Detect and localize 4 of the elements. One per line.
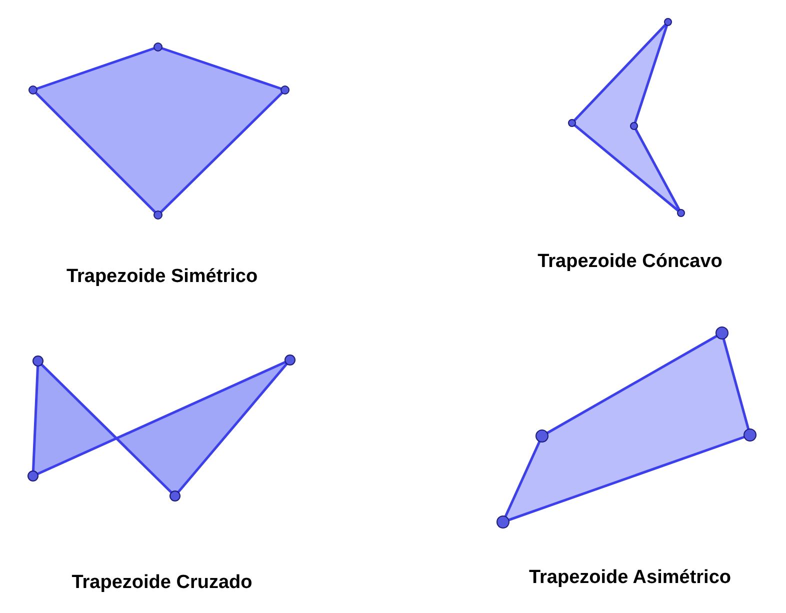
shape-caption: Trapezoide Cóncavo <box>538 251 722 273</box>
shape-caption: Trapezoide Simétrico <box>66 266 258 288</box>
shape-caption: Trapezoide Cruzado <box>72 572 252 594</box>
shape-caption: Trapezoide Asimétrico <box>528 567 732 589</box>
